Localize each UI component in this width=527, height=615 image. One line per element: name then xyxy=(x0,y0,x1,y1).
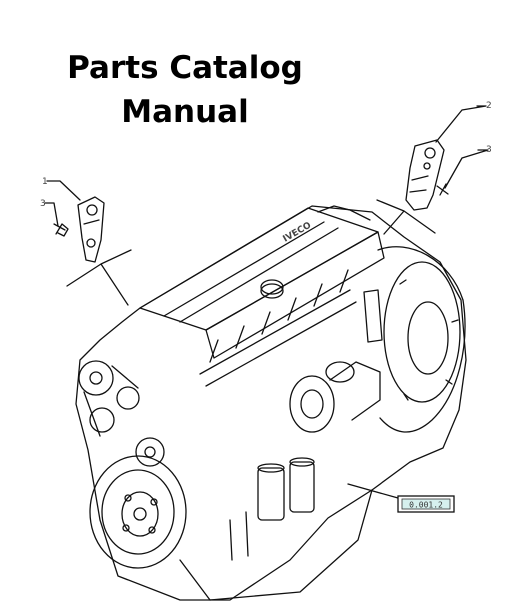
leader-line-1 xyxy=(46,180,81,201)
fuel-filters xyxy=(229,457,315,561)
part-number-tag: 0.001.2 xyxy=(397,495,455,513)
turbocharger xyxy=(289,289,383,433)
right-pointer-lines xyxy=(376,199,436,235)
leader-line-3-left xyxy=(44,202,59,227)
crankshaft-damper xyxy=(89,455,187,569)
leader-line-2 xyxy=(435,105,487,143)
document-title-line2: Manual xyxy=(121,94,249,130)
left-bracket-part xyxy=(77,196,105,263)
engine-block: IVECO xyxy=(75,205,467,601)
leader-line-3-right xyxy=(444,149,489,189)
callout-1: 1 xyxy=(42,177,48,187)
svg-text:IVECO: IVECO xyxy=(282,220,314,244)
injector-row xyxy=(199,269,357,387)
right-bracket-part xyxy=(405,139,445,211)
front-pulleys xyxy=(78,360,165,467)
left-pointer-lines xyxy=(66,249,132,306)
flywheel-housing xyxy=(377,246,466,433)
tag-text: 0.001.2 xyxy=(409,501,443,510)
callout-3-right: 3 xyxy=(486,145,492,155)
document-title-line1: Parts Catalog xyxy=(67,50,303,86)
oil-pan xyxy=(179,489,373,601)
tag-leader xyxy=(347,483,399,499)
callout-2: 2 xyxy=(486,101,492,111)
right-bolt-part xyxy=(436,183,449,196)
left-bolt-part xyxy=(53,223,69,237)
callout-3-left: 3 xyxy=(40,199,46,209)
